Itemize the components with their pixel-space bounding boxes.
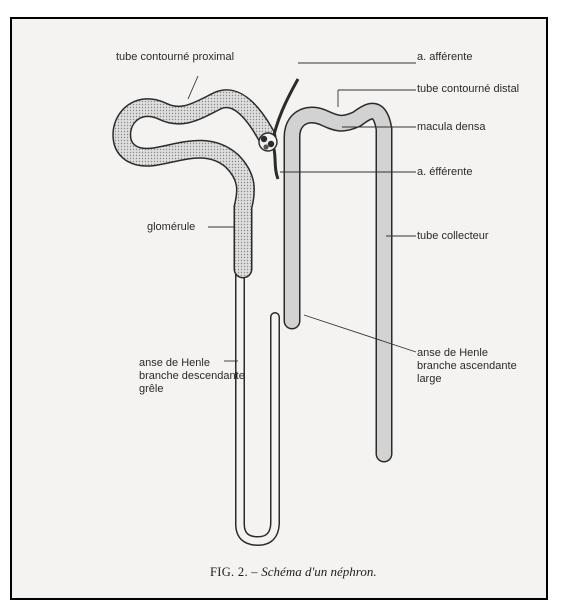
label-macula-densa: macula densa	[417, 121, 486, 133]
proximal-tubule	[122, 99, 267, 269]
label-afferent-arteriole: a. afférente	[417, 51, 472, 63]
label-descending-line3: grêle	[139, 383, 163, 395]
label-glomerulus: glomérule	[147, 221, 195, 233]
label-efferent-arteriole: a. éfférente	[417, 166, 472, 178]
figure-caption: FIG. 2. – Schéma d'un néphron.	[210, 564, 377, 579]
label-ascending-line3: large	[417, 373, 441, 385]
caption-fig-number: FIG. 2.	[210, 565, 248, 579]
label-collecting-duct: tube collecteur	[417, 230, 489, 242]
figure-frame: tube contourné proximal a. afférente tub…	[10, 17, 548, 600]
label-descending-line1: anse de Henle	[139, 357, 210, 369]
label-ascending-line1: anse de Henle	[417, 347, 488, 359]
label-ascending-line2: branche ascendante	[417, 360, 517, 372]
thin-descending-limb	[240, 269, 275, 541]
glomerulus	[259, 133, 277, 151]
nephron-diagram: tube contourné proximal a. afférente tub…	[12, 19, 550, 602]
caption-dash: –	[248, 565, 261, 579]
label-descending-line2: branche descendante	[139, 370, 245, 382]
label-proximal-tubule: tube contourné proximal	[116, 51, 234, 63]
ascending-distal-collecting	[292, 111, 384, 454]
efferent-arteriole	[274, 149, 278, 179]
caption-title: Schéma d'un néphron.	[261, 564, 376, 579]
label-distal-tubule: tube contourné distal	[417, 83, 519, 95]
